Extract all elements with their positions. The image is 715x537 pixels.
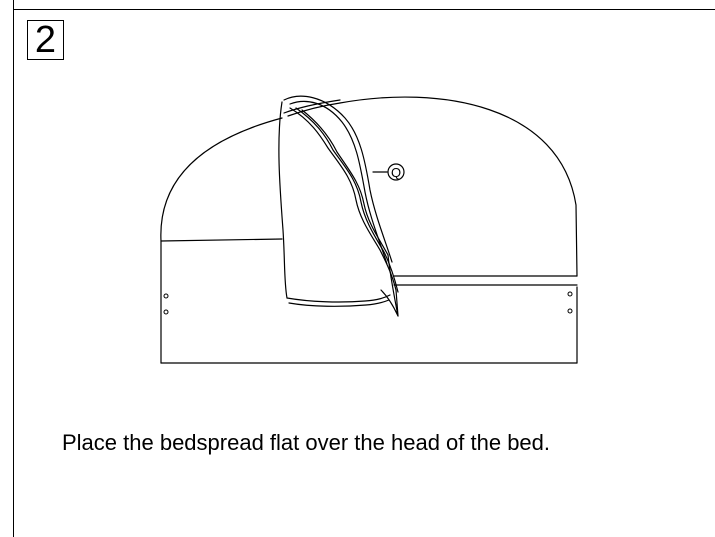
screw-hole [163, 293, 169, 299]
screw-hole [567, 291, 573, 297]
screw-hole [163, 309, 169, 315]
frame-top-border [13, 9, 715, 10]
instruction-text: Place the bedspread flat over the head o… [62, 430, 551, 455]
headboard-dome [160, 96, 578, 277]
frame-left-border [13, 0, 14, 537]
callout-circle [387, 163, 405, 181]
bedspread [278, 95, 399, 317]
callout-letter: Q [391, 165, 401, 180]
screw-hole [567, 308, 573, 314]
screw-holes [163, 291, 573, 315]
step-number-box: 2 [27, 20, 64, 60]
step-number: 2 [34, 19, 57, 61]
callout-q: Q [372, 163, 405, 181]
bed-base [160, 238, 578, 364]
